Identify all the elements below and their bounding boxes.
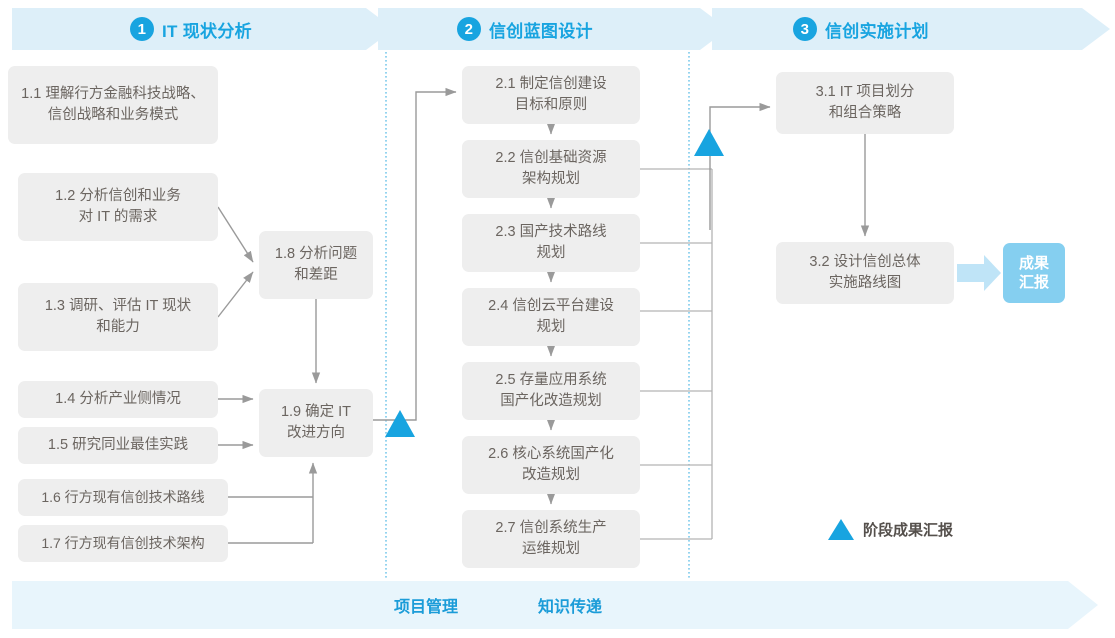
step-box-1-1[interactable]: 1.1 理解行方金融科技战略、 信创战略和业务模式 [8,66,218,144]
footer-label-project-management[interactable]: 项目管理 [394,599,459,616]
step-box-2-3[interactable]: 2.3 国产技术路线 规划 [462,214,640,272]
triangle-milestone-icon [828,519,854,540]
step-box-1-2[interactable]: 1.2 分析信创和业务 对 IT 的需求 [18,173,218,241]
phase-header-2[interactable]: 2 信创蓝图设计 [457,8,593,50]
phase-header-1[interactable]: 1 IT 现状分析 [130,8,252,50]
phase-number-1: 1 [130,17,154,41]
legend-milestone-label: 阶段成果汇报 [863,522,954,539]
step-box-3-2[interactable]: 3.2 设计信创总体 实施路线图 [776,242,954,304]
step-box-1-9[interactable]: 1.9 确定 IT 改进方向 [259,389,373,457]
step-box-2-6[interactable]: 2.6 核心系统国产化 改造规划 [462,436,640,494]
step-box-1-3[interactable]: 1.3 调研、评估 IT 现状 和能力 [18,283,218,351]
step-box-2-1[interactable]: 2.1 制定信创建设 目标和原则 [462,66,640,124]
step-box-1-8[interactable]: 1.8 分析问题 和差距 [259,231,373,299]
phase-title-3: 信创实施计划 [825,21,929,41]
step-box-2-4[interactable]: 2.4 信创云平台建设 规划 [462,288,640,346]
phase-number-3: 3 [793,17,817,41]
phase-title-1: IT 现状分析 [162,21,252,41]
step-box-2-7[interactable]: 2.7 信创系统生产 运维规划 [462,510,640,568]
wire-3-2-to-result [957,255,1001,291]
step-box-2-5[interactable]: 2.5 存量应用系统 国产化改造规划 [462,362,640,420]
wire-1-3-to-1-8 [217,271,254,318]
step-box-1-4[interactable]: 1.4 分析产业侧情况 [18,381,218,418]
step-box-2-2[interactable]: 2.2 信创基础资源 架构规划 [462,140,640,198]
result-report-badge[interactable]: 成果 汇报 [1003,243,1065,303]
phase-number-2: 2 [457,17,481,41]
phase-title-2: 信创蓝图设计 [489,21,593,41]
wire-1-9-to-2-1 [373,87,457,421]
step-box-1-5[interactable]: 1.5 研究同业最佳实践 [18,427,218,464]
wire-1-2-to-1-8 [217,206,254,263]
footer-label-knowledge-transfer[interactable]: 知识传递 [538,599,603,616]
phase-header-3[interactable]: 3 信创实施计划 [793,8,929,50]
legend-milestone: 阶段成果汇报 [828,519,953,540]
step-box-1-6[interactable]: 1.6 行方现有信创技术路线 [18,479,228,516]
milestone-phase2-icon [694,129,724,156]
step-box-1-7[interactable]: 1.7 行方现有信创技术架构 [18,525,228,562]
footer-band [0,581,1115,629]
wire-bus-to-3-1 [709,102,771,230]
milestone-phase1-icon [385,410,415,437]
step-box-3-1[interactable]: 3.1 IT 项目划分 和组合策略 [776,72,954,134]
